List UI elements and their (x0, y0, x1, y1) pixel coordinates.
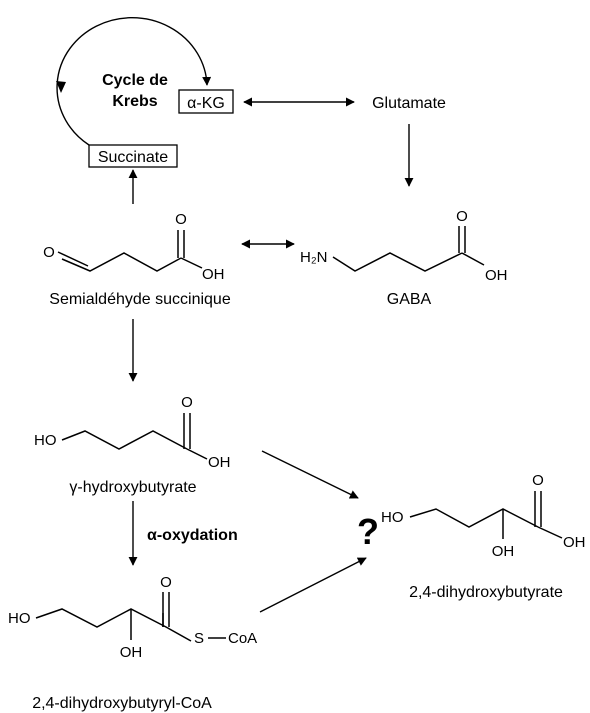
ssa-hydroxyl-bond (180, 257, 203, 269)
gaba-carbonyl-oxygen: O (456, 208, 468, 225)
dhb-carbonyl-oxygen: O (532, 472, 544, 489)
krebs-cycle-start-arrowhead (56, 81, 66, 93)
gaba-name: GABA (387, 291, 432, 308)
dhb-name: 2,4-dihydroxybutyrate (409, 584, 563, 601)
ssa-skeleton-bonds (61, 252, 182, 272)
ghb-carbonyl-oxygen: O (181, 394, 193, 411)
krebs-title-line2: Krebs (112, 93, 157, 110)
ssa-aldehyde-oxygen: O (43, 244, 55, 261)
reaction-arrows (128, 97, 414, 613)
alpha-oxidation-label: α-oxydation (147, 527, 238, 544)
ghb-hydroxyl-bond (186, 448, 208, 460)
dhb-coa-structure: HO O S CoA OH 2,4-dihydroxybutyryl-CoA (8, 574, 257, 712)
coa-name: 2,4-dihydroxybutyryl-CoA (32, 695, 212, 712)
glutamate-label: Glutamate (372, 95, 446, 112)
coa-skeleton-bonds (35, 608, 192, 642)
gaba-skeleton-bonds (332, 252, 463, 272)
ghb-dhb-arrow (261, 450, 359, 499)
coa-hydroxyl-left: HO (8, 610, 31, 627)
krebs-title-line1: Cycle de (102, 72, 168, 89)
akg-label: α-KG (187, 95, 225, 112)
coa-dhb-arrow (259, 557, 367, 613)
coa-coenzyme-a: CoA (228, 630, 257, 647)
dhb-hydroxyl: OH (563, 534, 586, 551)
ssa-carbonyl-oxygen: O (175, 211, 187, 228)
dhb-secondary-hydroxyl: OH (492, 543, 515, 560)
ghb-hydroxyl-left: HO (34, 432, 57, 449)
dhb-hydroxyl-bond (537, 526, 563, 539)
ghb-skeleton-bonds (61, 430, 188, 450)
coa-carbonyl-oxygen: O (160, 574, 172, 591)
succinate-box (88, 144, 178, 168)
dhb-hydroxyl-left: HO (381, 509, 404, 526)
ghb-name: γ-hydroxybutyrate (69, 479, 196, 496)
succinate-label: Succinate (98, 149, 168, 166)
gaba-structure: H₂N O OH GABA (300, 208, 508, 308)
ghb-hydroxyl: OH (208, 454, 231, 471)
unknown-step-question-mark: ? (357, 511, 379, 552)
gaba-amine: H₂N (300, 249, 328, 266)
coa-secondary-hydroxyl: OH (120, 644, 143, 661)
gaba-hydroxyl-bond (461, 252, 485, 266)
krebs-cycle-arc (56, 16, 212, 146)
krebs-cycle: Cycle de Krebs α-KG Succinate (56, 16, 234, 168)
gaba-hydroxyl: OH (485, 267, 508, 284)
ssa-aldehyde-double-bond (57, 251, 89, 267)
succinic-semialdehyde-structure: O O OH Semialdéhyde succinique (43, 211, 231, 308)
ssa-name: Semialdéhyde succinique (49, 291, 231, 308)
coa-sulfur: S (194, 630, 204, 647)
ghb-structure: HO O OH γ-hydroxybutyrate (34, 394, 231, 496)
akg-box (178, 89, 234, 114)
dhb-structure: HO O OH OH 2,4-dihydroxybutyrate (381, 472, 586, 601)
dhb-skeleton-bonds (409, 508, 539, 528)
ssa-hydroxyl: OH (202, 266, 225, 283)
